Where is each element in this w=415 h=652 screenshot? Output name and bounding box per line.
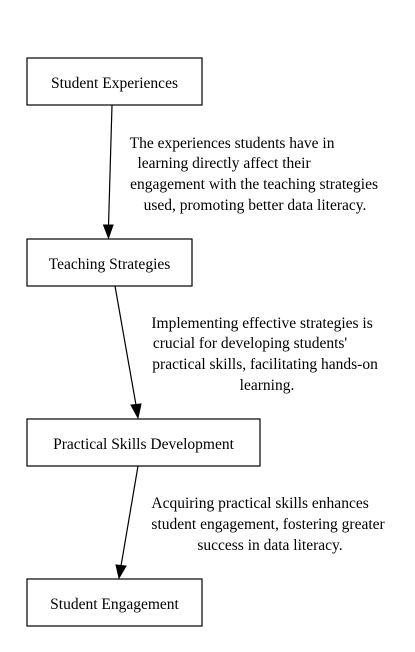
node-student-experiences: Student Experiences: [26, 57, 203, 106]
node-teaching-strategies-label: Teaching Strategies: [49, 256, 171, 273]
node-practical-skills-label: Practical Skills Development: [53, 436, 234, 453]
node-student-engagement: Student Engagement: [26, 578, 203, 627]
edge-skills-to-engagement-label: Acquiring practical skills enhances stud…: [151, 495, 388, 554]
node-student-experiences-label: Student Experiences: [51, 75, 178, 92]
node-practical-skills-development: Practical Skills Development: [26, 418, 261, 467]
edge-experiences-to-strategies: The experiences students have in learnin…: [102, 104, 382, 240]
edge-skills-to-engagement: Acquiring practical skills enhances stud…: [115, 465, 388, 580]
node-teaching-strategies: Teaching Strategies: [26, 238, 193, 287]
edge-strategies-to-skills-label: Implementing effective strategies is cru…: [151, 315, 381, 394]
edge-strategies-to-skills: Implementing effective strategies is cru…: [114, 285, 381, 420]
node-student-engagement-label: Student Engagement: [50, 596, 179, 613]
edge-experiences-to-strategies-label: The experiences students have in learnin…: [130, 135, 382, 214]
